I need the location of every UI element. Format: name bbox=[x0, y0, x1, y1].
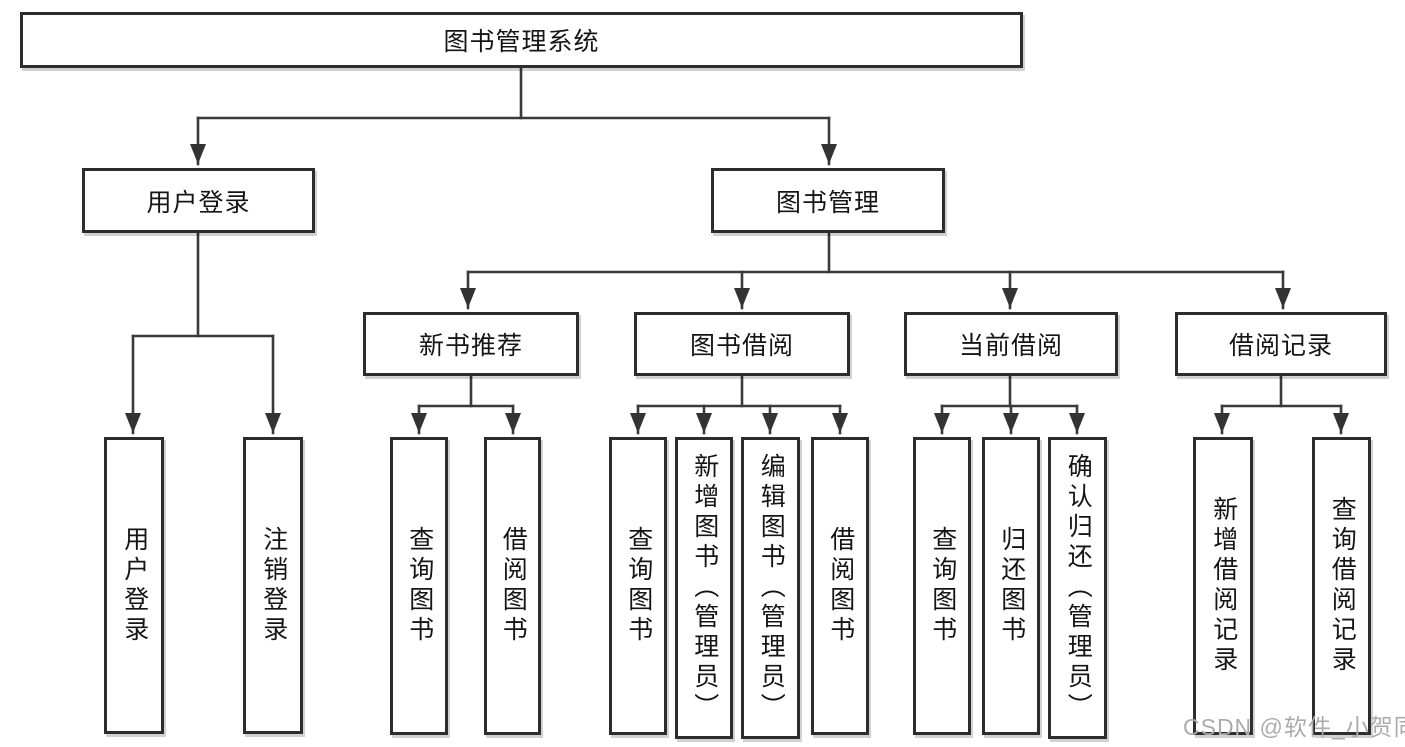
leaf-borrowing-query-books-label: 查询图书 bbox=[624, 526, 653, 646]
leaf-current-return-books-label: 归还图书 bbox=[997, 526, 1026, 646]
leaf-borrowing-edit-books-label: 编辑图书（管理员） bbox=[757, 453, 786, 723]
leaf-borrowing-borrow-books: 借阅图书 bbox=[811, 437, 869, 735]
node-book-borrowing-label: 图书借阅 bbox=[689, 332, 794, 360]
leaf-current-confirm-return: 确认归还（管理员） bbox=[1048, 437, 1107, 739]
leaf-user-login-label: 用户登录 bbox=[120, 525, 149, 646]
leaf-current-query-books-label: 查询图书 bbox=[928, 526, 957, 646]
leaf-recommend-query-books: 查询图书 bbox=[390, 437, 448, 735]
leaf-current-confirm-return-label: 确认归还（管理员） bbox=[1064, 453, 1093, 723]
node-borrowing-records-label: 借阅记录 bbox=[1228, 332, 1333, 360]
leaf-logout: 注销登录 bbox=[243, 437, 303, 734]
leaf-borrowing-add-books-label: 新增图书（管理员） bbox=[690, 453, 719, 723]
leaf-logout-label: 注销登录 bbox=[259, 525, 288, 646]
node-book-borrowing: 图书借阅 bbox=[634, 312, 850, 376]
leaf-recommend-query-books-label: 查询图书 bbox=[405, 526, 434, 646]
leaf-user-login: 用户登录 bbox=[104, 437, 164, 734]
node-borrowing-records: 借阅记录 bbox=[1175, 312, 1387, 376]
node-current-borrowing: 当前借阅 bbox=[904, 312, 1118, 376]
node-new-book-recommend: 新书推荐 bbox=[363, 312, 579, 376]
node-root-system-label: 图书管理系统 bbox=[443, 28, 600, 56]
node-new-book-recommend-label: 新书推荐 bbox=[418, 332, 523, 360]
leaf-current-return-books: 归还图书 bbox=[982, 437, 1040, 735]
node-user-login-label: 用户登录 bbox=[146, 188, 251, 217]
csdn-watermark: CSDN @软件_小贺同学 bbox=[1183, 714, 1405, 740]
node-user-login: 用户登录 bbox=[82, 168, 315, 233]
leaf-recommend-borrow-books-label: 借阅图书 bbox=[499, 526, 528, 646]
leaf-records-query-record: 查询借阅记录 bbox=[1312, 437, 1371, 735]
leaf-borrowing-add-books: 新增图书（管理员） bbox=[675, 437, 733, 739]
node-root-system: 图书管理系统 bbox=[20, 12, 1023, 68]
leaf-records-add-record: 新增借阅记录 bbox=[1193, 437, 1253, 735]
node-current-borrowing-label: 当前借阅 bbox=[958, 332, 1063, 360]
leaf-records-query-record-label: 查询借阅记录 bbox=[1328, 496, 1357, 676]
leaf-borrowing-edit-books: 编辑图书（管理员） bbox=[741, 437, 800, 739]
leaf-recommend-borrow-books: 借阅图书 bbox=[484, 437, 541, 735]
leaf-borrowing-borrow-books-label: 借阅图书 bbox=[826, 526, 855, 646]
node-book-management: 图书管理 bbox=[711, 168, 945, 233]
node-book-management-label: 图书管理 bbox=[775, 188, 880, 217]
leaf-current-query-books: 查询图书 bbox=[913, 437, 971, 735]
leaf-borrowing-query-books: 查询图书 bbox=[609, 437, 667, 735]
leaf-records-add-record-label: 新增借阅记录 bbox=[1209, 496, 1238, 676]
